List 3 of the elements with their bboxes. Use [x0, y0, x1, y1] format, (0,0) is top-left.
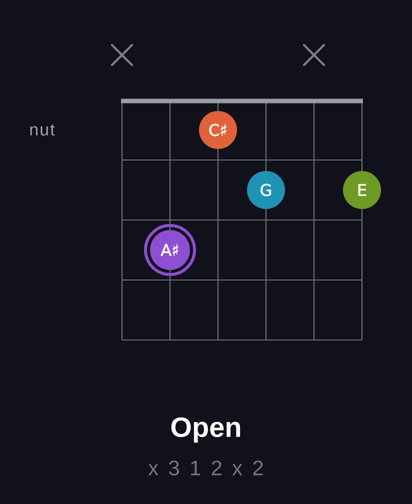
nut-label: nut: [30, 124, 55, 136]
chord-title: Open: [171, 417, 240, 443]
fingering-caption: x 3 1 2 x 2: [148, 460, 263, 476]
